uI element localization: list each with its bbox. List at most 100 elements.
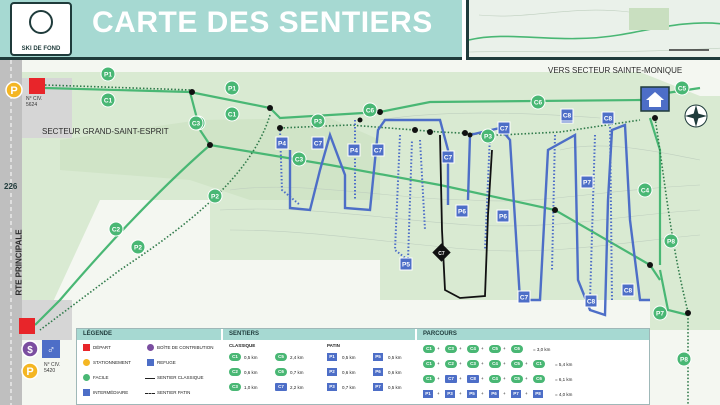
- trail-badge-c2: C2: [229, 368, 241, 376]
- svg-text:C7: C7: [438, 251, 445, 257]
- svg-text:C3: C3: [192, 121, 201, 128]
- blue-marker-p6[interactable]: P6: [455, 204, 469, 218]
- green-marker-p2[interactable]: P2: [207, 188, 223, 204]
- plus-sign: +: [525, 361, 528, 366]
- svg-text:C6: C6: [534, 100, 543, 107]
- green-marker-p2[interactable]: P2: [130, 239, 146, 255]
- green-marker-c6[interactable]: C6: [362, 102, 378, 118]
- trail-distance: 2,4 km: [290, 355, 304, 360]
- blue-marker-c7[interactable]: C7: [497, 121, 511, 135]
- trail-badge-c4: C4: [467, 345, 479, 353]
- svg-text:P: P: [10, 85, 17, 97]
- trail-distance: 0,7 km: [290, 370, 304, 375]
- trail-badge-p2: P2: [327, 368, 337, 376]
- start-marker-top[interactable]: [29, 78, 45, 94]
- parking-swatch: [83, 359, 90, 366]
- trail-badge-c1: C1: [423, 360, 435, 368]
- green-marker-c6[interactable]: C6: [530, 94, 546, 110]
- trail-distance: 0,6 km: [342, 370, 356, 375]
- svg-text:C1: C1: [104, 98, 113, 105]
- trail-badge-p7: P7: [373, 383, 383, 391]
- green-marker-p8[interactable]: P8: [676, 351, 692, 367]
- label-road: RTE PRINCIPALE: [14, 229, 24, 296]
- legend-easy: FACILE: [93, 375, 109, 380]
- svg-text:C8: C8: [563, 113, 572, 120]
- blue-marker-p6[interactable]: P6: [496, 209, 510, 223]
- svg-text:P: P: [26, 366, 33, 378]
- trail-distance: 0,5 km: [388, 385, 402, 390]
- green-marker-p3[interactable]: P3: [310, 113, 326, 129]
- blue-marker-c8[interactable]: C8: [560, 108, 574, 122]
- plus-sign: +: [459, 376, 462, 381]
- plus-sign: +: [503, 376, 506, 381]
- green-marker-p1[interactable]: P1: [224, 80, 240, 96]
- green-marker-p3[interactable]: P3: [480, 128, 496, 144]
- plus-sign: +: [437, 376, 440, 381]
- inset-map: [466, 0, 720, 60]
- blue-marker-p4[interactable]: P4: [275, 136, 289, 150]
- blue-marker-p4[interactable]: P4: [347, 143, 361, 157]
- svg-text:P6: P6: [458, 209, 466, 216]
- restroom-icon: ♂: [42, 340, 60, 358]
- contribution-box-icon: $: [21, 340, 39, 358]
- blue-marker-p5[interactable]: P5: [399, 257, 413, 271]
- blue-marker-c7[interactable]: C7: [441, 150, 455, 164]
- parcours-total: = 4,0 km: [555, 392, 573, 397]
- plus-sign: +: [459, 391, 462, 396]
- green-trail-markers: P1C1P1C1C3C6C6C5P2C2P2C3C3P3P3C4P7P8P8: [100, 66, 692, 367]
- svg-text:P7: P7: [656, 311, 664, 318]
- trail-badge-c3: C3: [229, 383, 241, 391]
- svg-text:P7: P7: [583, 180, 591, 187]
- trail-badge-c5: C5: [275, 353, 287, 361]
- title-band: SKI DE FOND CARTE DES SENTIERS: [0, 0, 462, 60]
- plus-sign: +: [459, 361, 462, 366]
- civic-number-bottom: N° CIV.5420: [44, 362, 61, 374]
- trail-badge-c1: C1: [423, 345, 435, 353]
- green-marker-c5[interactable]: C5: [674, 80, 690, 96]
- blue-marker-c8[interactable]: C8: [584, 294, 598, 308]
- green-marker-c2[interactable]: C2: [108, 221, 124, 237]
- sentiers-classic-subheader: CLASSIQUE: [229, 343, 256, 348]
- plus-sign: +: [437, 391, 440, 396]
- start-marker-bottom[interactable]: [19, 318, 35, 334]
- blue-marker-c7[interactable]: C7: [371, 143, 385, 157]
- blue-marker-c8[interactable]: C8: [621, 283, 635, 297]
- page-title: CARTE DES SENTIERS: [92, 6, 433, 39]
- label-sainte-monique: VERS SECTEUR SAINTE-MONIQUE: [548, 66, 683, 75]
- parcours-header: PARCOURS: [417, 329, 649, 340]
- legend-refuge: REFUGE: [157, 360, 176, 365]
- green-marker-c1[interactable]: C1: [224, 106, 240, 122]
- blue-marker-c8[interactable]: C8: [601, 111, 615, 125]
- green-marker-c1[interactable]: C1: [100, 92, 116, 108]
- legend-intermediate: INTERMÉDIAIRE: [93, 390, 129, 395]
- svg-text:P1: P1: [228, 86, 236, 93]
- svg-text:C8: C8: [604, 116, 613, 123]
- green-marker-p8[interactable]: P8: [663, 233, 679, 249]
- trail-badge-c1: C1: [229, 353, 241, 361]
- green-marker-c3[interactable]: C3: [291, 151, 307, 167]
- refuge-icon[interactable]: [640, 86, 670, 112]
- green-marker-c3[interactable]: C3: [188, 115, 204, 131]
- green-marker-c4[interactable]: C4: [637, 182, 653, 198]
- svg-text:P3: P3: [484, 134, 492, 141]
- green-marker-p7[interactable]: P7: [652, 305, 668, 321]
- plus-sign: +: [503, 391, 506, 396]
- trail-distance: 2,2 km: [290, 385, 304, 390]
- green-marker-p1[interactable]: P1: [100, 66, 116, 82]
- route-principale: [0, 60, 22, 405]
- plus-sign: +: [503, 361, 506, 366]
- svg-text:P4: P4: [278, 141, 286, 148]
- svg-text:P8: P8: [667, 239, 675, 246]
- intermediate-swatch: [83, 389, 90, 396]
- trail-badge-c1: C1: [533, 360, 545, 368]
- classic-trail: [439, 134, 493, 299]
- parking-icon: P: [5, 81, 23, 99]
- civic-number-top: N° CIV.5624: [26, 96, 43, 108]
- plus-sign: +: [481, 391, 484, 396]
- blue-marker-c7[interactable]: C7: [311, 136, 325, 150]
- legend-classic: SENTIER CLASSIQUE: [157, 375, 204, 380]
- blue-marker-c7[interactable]: C7: [517, 290, 531, 304]
- legend-parking: STATIONNEMENT: [93, 360, 131, 365]
- blue-marker-p7[interactable]: P7: [580, 175, 594, 189]
- trail-distance: 0,5 km: [388, 355, 402, 360]
